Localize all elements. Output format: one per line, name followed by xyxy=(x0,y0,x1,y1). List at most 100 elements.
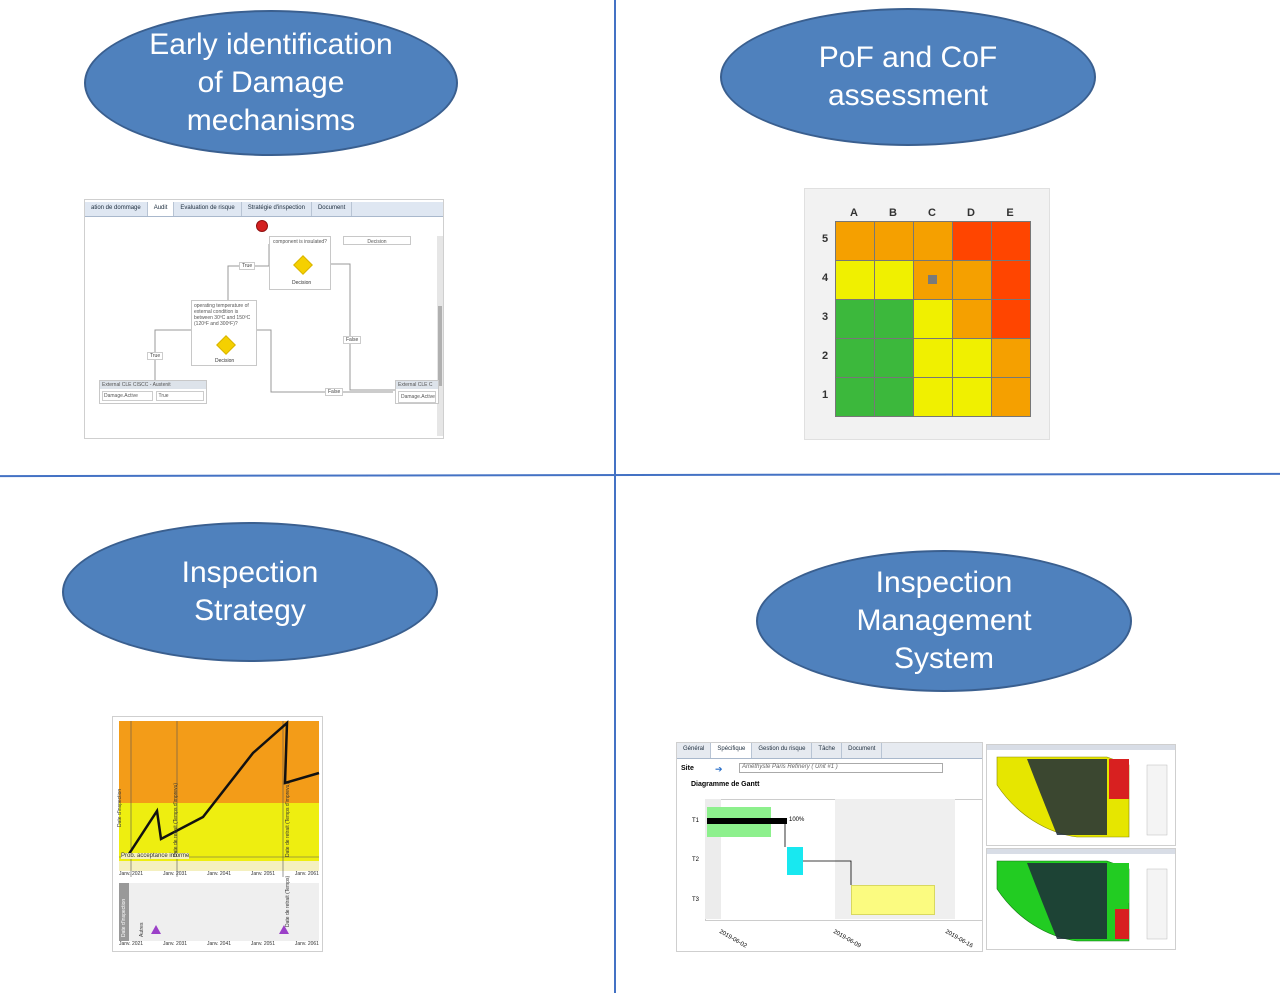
matrix-cell-C1[interactable] xyxy=(914,378,952,416)
table-right[interactable]: External CLE C Damage.Active xyxy=(395,380,439,404)
matrix-cell-D3[interactable] xyxy=(953,300,991,338)
inspection-strategy-title: Inspection Strategy xyxy=(181,556,319,627)
inspection-strategy-ellipse: Inspection Strategy xyxy=(62,522,438,662)
matrix-cell-E3[interactable] xyxy=(992,300,1030,338)
vertical-label-5: Date de retrait (Temps) xyxy=(285,875,291,927)
light-zone xyxy=(119,861,319,871)
matrix-cell-B2[interactable] xyxy=(875,339,913,377)
vertical-label-3: Date de retrait (Temps d'imprevu) xyxy=(285,782,291,857)
ims-tab-risk[interactable]: Gestion du risque xyxy=(752,743,813,758)
ticks2-label-2: Janv. 2041 xyxy=(206,941,232,947)
matrix-cell-B3[interactable] xyxy=(875,300,913,338)
site-input[interactable]: Améthyste Paris Refinery ( Unit #1 ) xyxy=(739,763,943,773)
ims-tab-task[interactable]: Tâche xyxy=(812,743,843,758)
ticks2-label-0: Janv. 2021 xyxy=(119,941,144,947)
table-right-cell: Damage.Active xyxy=(398,391,436,403)
ticks2-label-4: Janv. 2061 xyxy=(294,941,319,947)
gantt-bar-t2[interactable] xyxy=(787,847,803,875)
arrow-right-icon: ➔ xyxy=(715,764,723,774)
flow-tab-damage[interactable]: ation de dommage xyxy=(85,202,148,216)
matrix-cell-D4[interactable] xyxy=(953,261,991,299)
gantt-screenshot: Général Spécifique Gestion du risque Tâc… xyxy=(676,742,983,952)
table-left-cell-2: True xyxy=(156,391,204,401)
gantt-bar-t3[interactable] xyxy=(851,885,935,915)
matrix-row-label-4: 4 xyxy=(821,272,829,284)
ims-tab-general[interactable]: Général xyxy=(677,743,712,758)
prob-acceptance-label: Prob. acceptance informe xyxy=(121,853,190,859)
vertical-label-2: Date de retrait (Temps d'imprevu) xyxy=(173,782,179,857)
matrix-col-label-E: E xyxy=(1006,207,1014,219)
matrix-col-label-C: C xyxy=(928,207,936,219)
matrix-cell-D5[interactable] xyxy=(953,222,991,260)
horizontal-divider xyxy=(0,472,1280,478)
damage-mechanisms-title: Early identification of Damage mechanism… xyxy=(149,28,393,137)
flow-tabbar: ation de dommage Audit Evaluation de ris… xyxy=(85,202,443,217)
triangle-marker-icon-2 xyxy=(279,925,289,934)
site-label: Site xyxy=(681,765,694,772)
matrix-row-label-3: 3 xyxy=(821,311,829,323)
matrix-cell-B1[interactable] xyxy=(875,378,913,416)
matrix-cell-C4[interactable] xyxy=(914,261,952,299)
true-label-2: True xyxy=(147,352,164,360)
matrix-cell-C2[interactable] xyxy=(914,339,952,377)
matrix-cell-A5[interactable] xyxy=(836,222,874,260)
ticks1-label-4: Janv. 2061 xyxy=(294,871,319,877)
matrix-row-label-2: 2 xyxy=(821,350,829,362)
scrollbar[interactable] xyxy=(437,236,443,436)
matrix-col-label-A: A xyxy=(850,207,858,219)
flow-tab-risk[interactable]: Evaluation de risque xyxy=(174,202,242,216)
stop-icon[interactable] xyxy=(256,220,268,232)
flow-node-temperature[interactable]: operating temperature of external condit… xyxy=(191,300,257,366)
matrix-cell-E2[interactable] xyxy=(992,339,1030,377)
matrix-cell-A4[interactable] xyxy=(836,261,874,299)
table-left-header: External CLE CISCC - Austenit xyxy=(100,381,206,389)
matrix-cell-E4[interactable] xyxy=(992,261,1030,299)
yellow-zone xyxy=(119,803,319,861)
matrix-cell-C5[interactable] xyxy=(914,222,952,260)
ims-tab-document[interactable]: Document xyxy=(842,743,883,758)
lower-side-bar xyxy=(119,883,129,941)
vertical-label-1: Date d'inspection xyxy=(117,788,123,827)
progress-percent: 100% xyxy=(789,817,805,823)
row-label-t1: T1 xyxy=(692,818,700,824)
matrix-cell-C3[interactable] xyxy=(914,300,952,338)
matrix-col-label-D: D xyxy=(967,207,975,219)
gantt-title: Diagramme de Gantt xyxy=(691,781,760,788)
decision-label-2: Decision xyxy=(215,358,235,364)
side-label: Date d'inspection xyxy=(121,898,127,937)
gantt-bar-t1-progress[interactable] xyxy=(707,818,787,824)
ticks1-label-3: Janv. 2051 xyxy=(250,871,275,877)
gantt-connectors xyxy=(784,824,852,885)
flow-tab-document[interactable]: Document xyxy=(312,202,353,216)
inspection-strategy-screenshot: Prob. acceptance informe Date d'inspecti… xyxy=(112,716,323,952)
flow-node-decision-top-right[interactable]: Decision xyxy=(343,236,411,245)
flow-node-decision-top-right-text: Decision xyxy=(367,239,387,245)
matrix-cell-B4[interactable] xyxy=(875,261,913,299)
matrix-cell-E5[interactable] xyxy=(992,222,1030,260)
table-left[interactable]: External CLE CISCC - Austenit Damage.Act… xyxy=(99,380,207,404)
matrix-cell-E1[interactable] xyxy=(992,378,1030,416)
matrix-cell-A2[interactable] xyxy=(836,339,874,377)
row-label-t3: T3 xyxy=(692,897,700,903)
matrix-cell-A3[interactable] xyxy=(836,300,874,338)
triangle-marker-icon-1 xyxy=(151,925,161,934)
flow-tab-audit[interactable]: Audit xyxy=(147,202,175,216)
flow-tab-strategy[interactable]: Stratégie d'inspection xyxy=(242,202,312,216)
damage-mechanisms-ellipse: Early identification of Damage mechanism… xyxy=(84,10,458,156)
matrix-cell-A1[interactable] xyxy=(836,378,874,416)
model-3d-bottom xyxy=(986,848,1176,950)
ticks1-label-1: Janv. 2031 xyxy=(162,871,188,877)
matrix-cell-D1[interactable] xyxy=(953,378,991,416)
matrix-col-label-B: B xyxy=(889,207,897,219)
pof-cof-ellipse: PoF and CoF assessment xyxy=(720,8,1096,146)
true-label-1: True xyxy=(239,262,256,270)
ims-tab-specific[interactable]: Spécifique xyxy=(711,743,753,758)
matrix-cell-B5[interactable] xyxy=(875,222,913,260)
pof-cof-title: PoF and CoF assessment xyxy=(818,41,998,112)
ticks1-label-0: Janv. 2021 xyxy=(119,871,144,877)
vertical-label-4: Autres xyxy=(139,922,145,937)
matrix-cell-D2[interactable] xyxy=(953,339,991,377)
